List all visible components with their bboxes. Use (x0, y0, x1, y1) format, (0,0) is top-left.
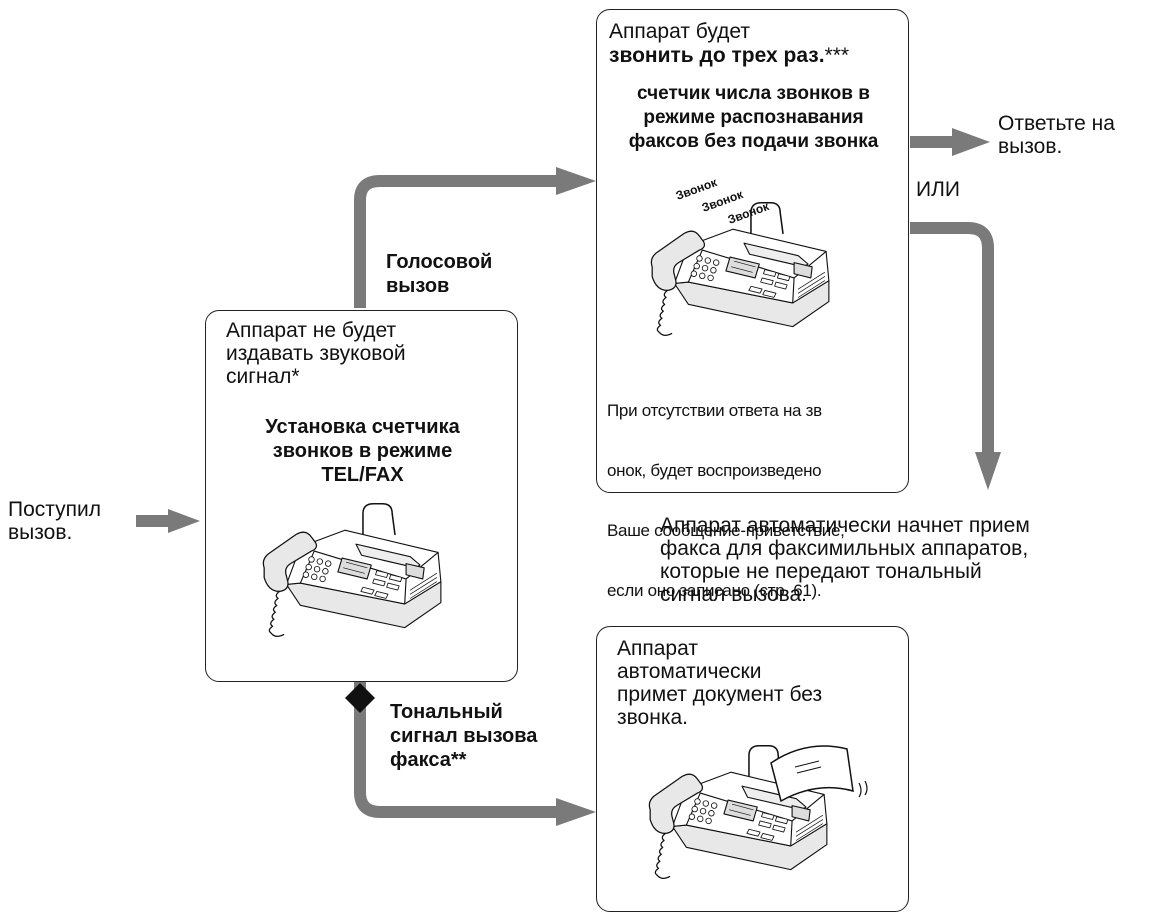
ring-box-ring-up-to-three: звонить до трех раз.*** (609, 44, 849, 67)
fax-tone-label: Тональный сигнал вызова факса** (390, 701, 538, 771)
incoming-arrow-head (168, 509, 200, 533)
incoming-call-text: Поступил вызов. (8, 498, 101, 544)
answer-call-text: Ответьте на вызов. (998, 112, 1115, 158)
note-line-1: При отсутствии ответа на зв (607, 401, 822, 420)
voice-arrow-head (556, 167, 596, 195)
ring-box: Аппарат будет звонить до трех раз.*** сч… (596, 9, 909, 600)
ring-box-stars: *** (824, 44, 850, 67)
answer-arrow-head (952, 128, 990, 156)
note-line-2: онок, будет воспроизведено (607, 461, 822, 480)
or-arrow-head (975, 452, 1001, 490)
or-arrow-shaft (910, 222, 994, 458)
tel-fax-box: Аппарат не будет издавать звуковой сигна… (205, 310, 518, 682)
fax-machine-icon (650, 202, 830, 337)
tel-fax-ring-count-title: Установка счетчика звонков в режиме TEL/… (265, 416, 460, 486)
note-line-3: Ваше сообщение-приветствие, (607, 521, 845, 540)
fax-machine-icon (262, 503, 442, 638)
auto-receive-box-text: Аппарат автоматически примет документ бе… (617, 637, 823, 729)
auto-receive-box: Аппарат автоматически примет документ бе… (596, 626, 909, 912)
diamond-marker (345, 683, 375, 713)
tel-fax-no-ring-text: Аппарат не будет издавать звуковой сигна… (226, 319, 406, 388)
output-paper-icon (770, 745, 868, 803)
or-label: ИЛИ (916, 178, 960, 201)
fax-tone-arrow-head (556, 798, 596, 826)
voice-arrow-shaft (354, 175, 562, 308)
ring-up-to-three-text: звонить до трех раз. (609, 44, 825, 67)
ring-box-note: При отсутствии ответа на зв онок, будет … (607, 366, 845, 636)
ring-box-line1: Аппарат будет (609, 20, 751, 43)
voice-call-label: Голосовой вызов (386, 251, 493, 297)
ring-count-title: счетчик числа звонков в режиме распознав… (628, 83, 879, 152)
auto-receive-text: Аппарат автоматически начнет прием факса… (660, 514, 1030, 606)
note-line-4: если оно записано (стр. 61). (607, 581, 822, 600)
fax-tone-arrow-shaft (354, 682, 562, 818)
